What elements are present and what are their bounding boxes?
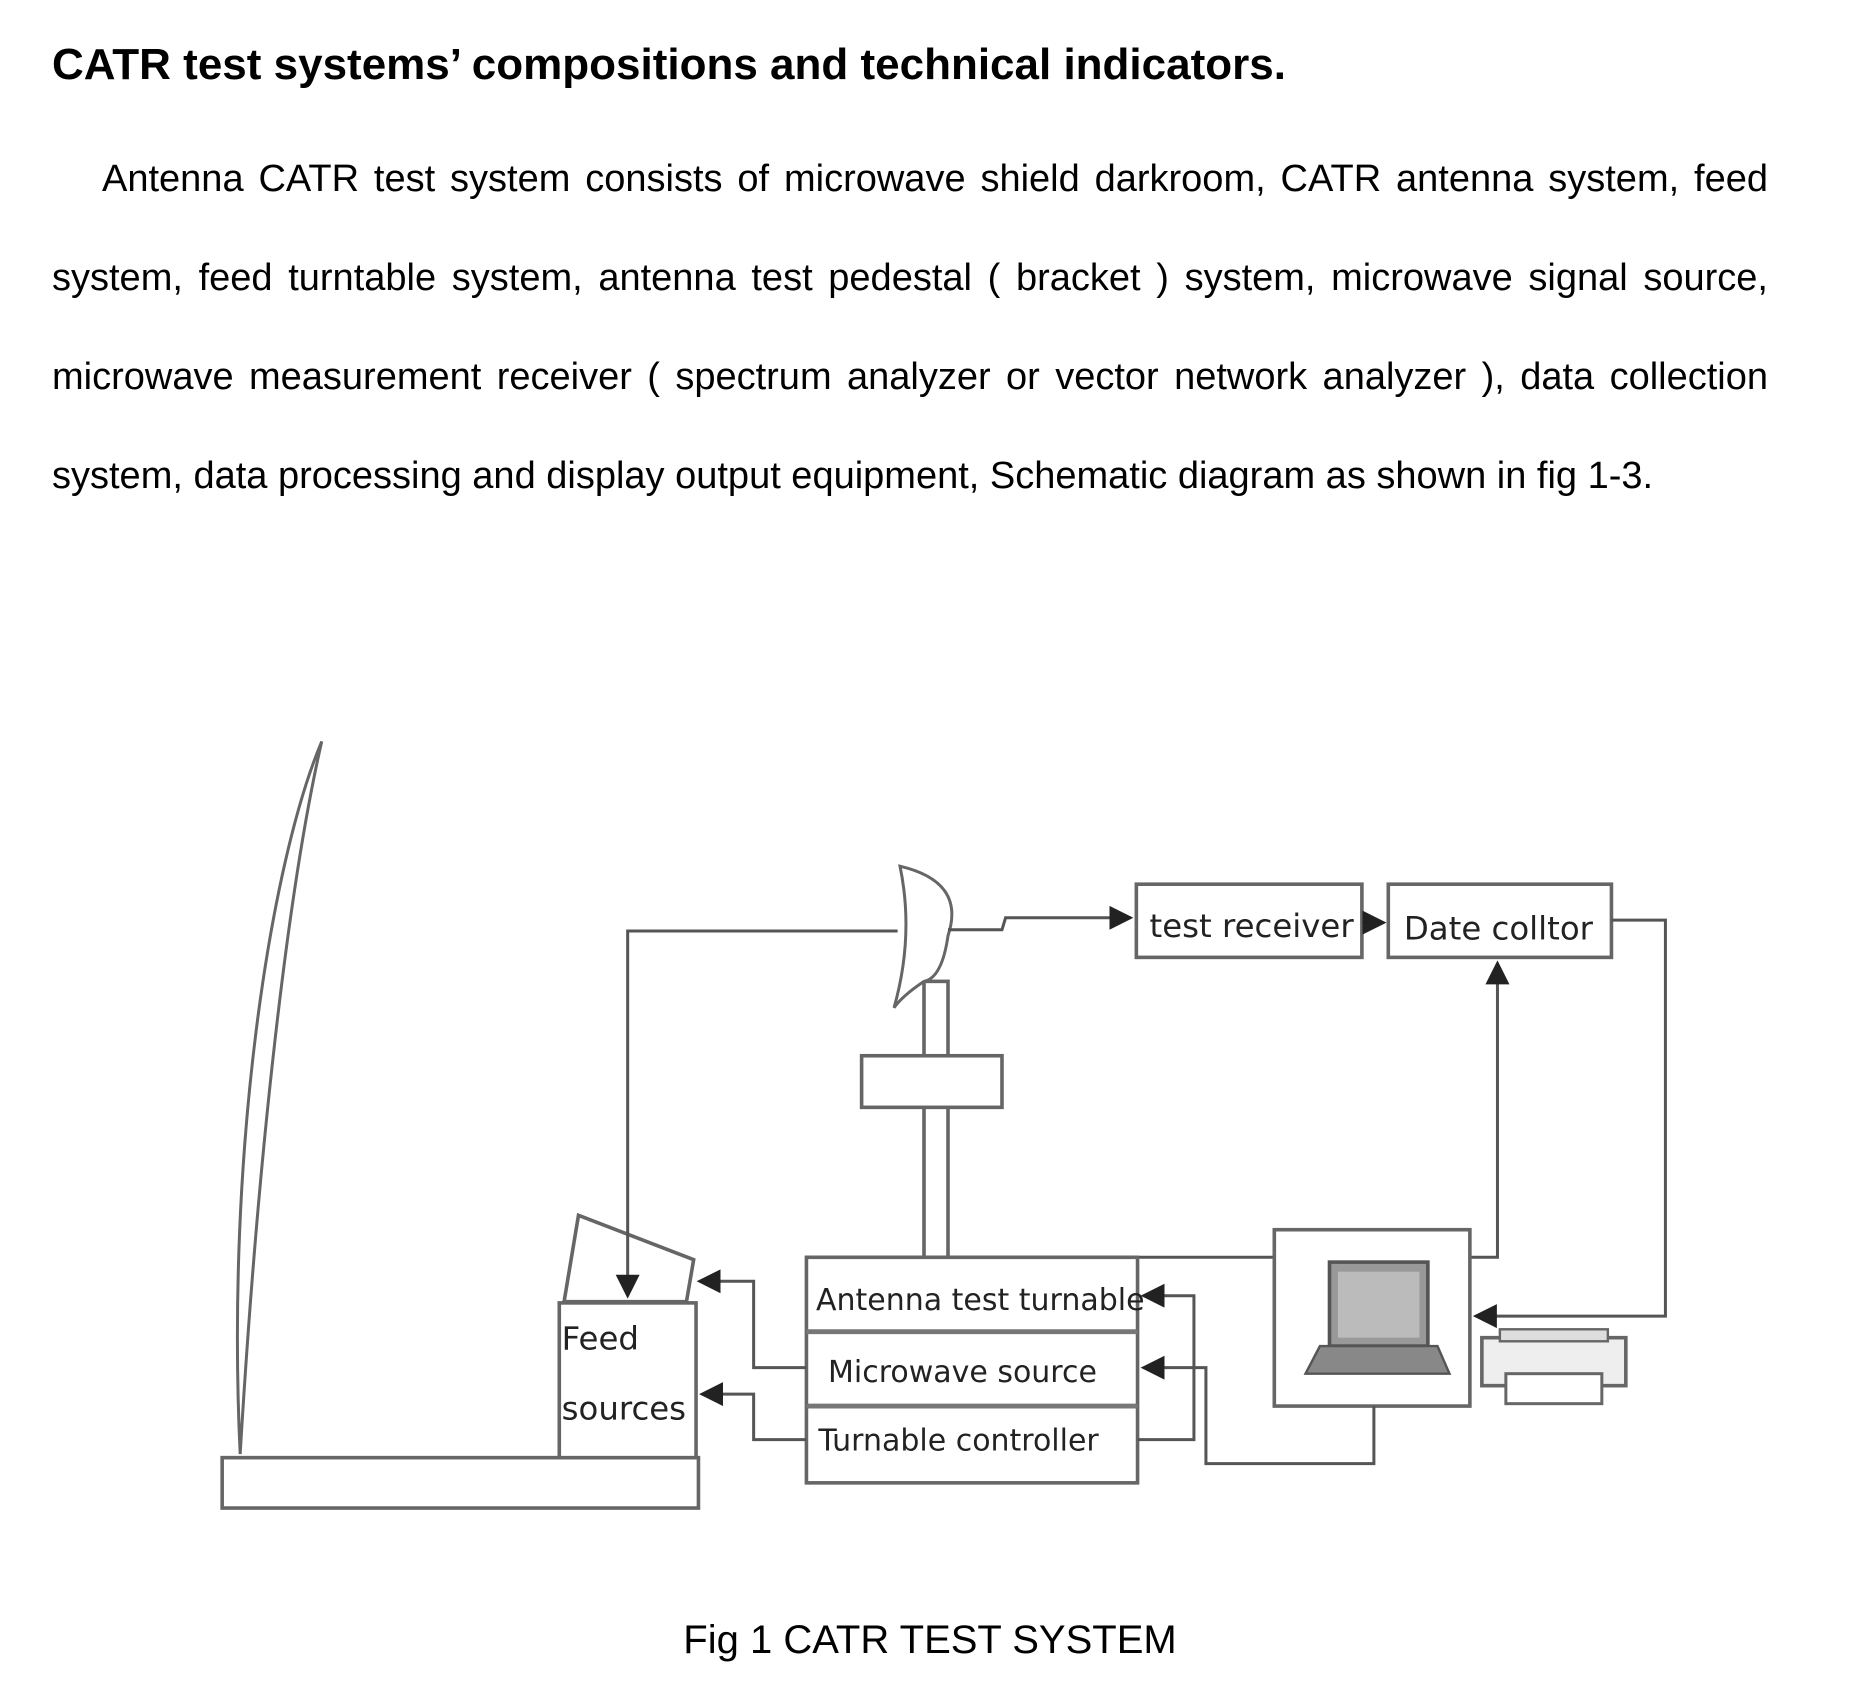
microwave-source-label: Microwave source <box>828 1355 1097 1390</box>
pedestal-block <box>859 1053 1004 1110</box>
line-controller-feed <box>699 1382 807 1442</box>
feed-sources-box <box>557 1301 698 1460</box>
pedestal-post <box>922 979 950 1260</box>
line-collector-computer <box>1472 918 1667 1329</box>
signal-line-receiver <box>947 905 1134 932</box>
sources-label: sources <box>562 1389 686 1427</box>
turntable-controller-label: Turnable controller <box>817 1423 1099 1458</box>
line-source-feed <box>696 1269 807 1370</box>
body-paragraph: Antenna CATR test system consists of mic… <box>52 158 1768 497</box>
test-receiver-label: test receiver <box>1150 907 1355 945</box>
test-receiver-box <box>1134 882 1364 960</box>
data-collector-box <box>1386 882 1614 960</box>
section-heading: CATR test systems’ compositions and tech… <box>52 40 1286 89</box>
reflector-base <box>220 1455 701 1510</box>
printer-icon <box>1480 1328 1628 1406</box>
test-antenna-dish <box>892 864 954 1009</box>
line-computer-collector <box>1469 960 1510 1259</box>
catr-reflector <box>235 740 324 1455</box>
antenna-turntable-label: Antenna test turnable <box>816 1283 1144 1318</box>
control-stack <box>804 1255 1140 1485</box>
feed-label: Feed <box>562 1320 639 1358</box>
data-collector-label: Date colltor <box>1404 909 1594 947</box>
signal-line-feed <box>615 929 898 1299</box>
laptop-icon <box>1303 1260 1452 1375</box>
line-computer-source <box>1140 1355 1376 1466</box>
figure-caption: Fig 1 CATR TEST SYSTEM <box>683 1618 1177 1662</box>
